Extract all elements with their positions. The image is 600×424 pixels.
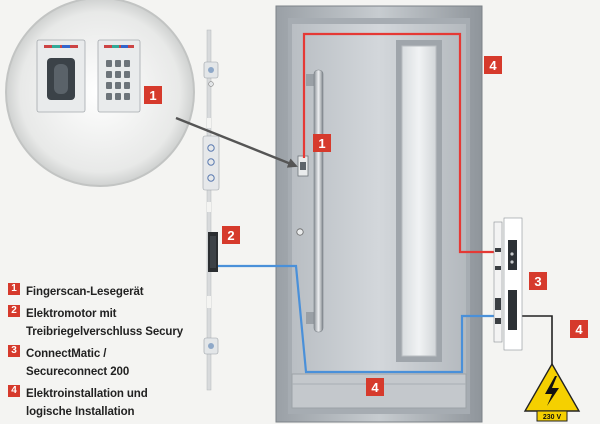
marker-4-top: 4 [484, 56, 502, 74]
high-voltage-warning-sign: 230 V [523, 362, 581, 422]
keypad-key [106, 93, 112, 100]
legend-num-1: 1 [8, 283, 20, 295]
door [275, 5, 483, 423]
fingerprint-reader-device [36, 39, 86, 113]
marker-2-text: 2 [227, 228, 234, 243]
keypad-key [115, 60, 121, 67]
lock-point-top [203, 61, 219, 87]
wire-red [302, 32, 498, 254]
legend-item-4: 4 Elektroinstallation und logische Insta… [8, 384, 208, 420]
keypad-key [106, 71, 112, 78]
legend-item-3: 3 ConnectMatic / Secureconnect 200 [8, 344, 208, 380]
lock-point-bottom [203, 337, 219, 355]
keypad-key [115, 93, 121, 100]
marker-4-bottom: 4 [366, 378, 384, 396]
legend-text-2: Elektromotor mit Treibriegelverschluss S… [26, 308, 184, 338]
legend-text-1: Fingerscan-Lesegerät [26, 286, 144, 298]
wire-blue-left [216, 264, 390, 374]
keypad-key [124, 60, 130, 67]
wire-blue-right [390, 314, 494, 374]
wire-black [516, 315, 553, 364]
marker-1-door: 1 [313, 134, 331, 152]
fingerscan-magnifier [5, 0, 298, 187]
keypad-key [106, 60, 112, 67]
marker-4-right: 4 [570, 320, 588, 338]
marker-4-right-text: 4 [575, 322, 583, 337]
keypad-key [124, 82, 130, 89]
lock-motor [208, 232, 218, 272]
marker-3: 3 [529, 272, 547, 290]
magnifier-pointer-arrow [175, 116, 298, 168]
legend-num-4: 4 [8, 385, 20, 397]
legend: 1 Fingerscan-Lesegerät 2 Elektromotor mi… [8, 282, 208, 424]
door-fingerprint-reader [297, 155, 309, 177]
keypad-key [124, 71, 130, 78]
legend-num-2: 2 [8, 305, 20, 317]
lock-point-middle [202, 135, 220, 191]
marker-1-lens-text: 1 [149, 88, 156, 103]
marker-3-text: 3 [534, 274, 541, 289]
marker-4-top-text: 4 [489, 58, 497, 73]
legend-text-4: Elektroinstallation und logische Install… [26, 388, 148, 418]
keypad-key [115, 82, 121, 89]
connectmatic-device [493, 217, 523, 351]
keypad-key [115, 71, 121, 78]
voltage-label: 230 V [543, 414, 562, 421]
keypad-key [124, 93, 130, 100]
marker-4-bottom-text: 4 [371, 380, 379, 395]
legend-item-2: 2 Elektromotor mit Treibriegelverschluss… [8, 304, 208, 340]
left-lock-strip [202, 29, 220, 391]
legend-text-3: ConnectMatic / Secureconnect 200 [26, 348, 130, 378]
legend-item-1: 1 Fingerscan-Lesegerät [8, 282, 208, 300]
wiring [216, 32, 553, 374]
legend-num-3: 3 [8, 345, 20, 357]
marker-2: 2 [222, 226, 240, 244]
marker-1-door-text: 1 [318, 136, 325, 151]
keypad-key [106, 82, 112, 89]
keypad-device [97, 39, 141, 113]
glass-panel [396, 40, 442, 362]
door-lock-cylinder [296, 228, 304, 236]
marker-1-lens: 1 [144, 86, 162, 104]
